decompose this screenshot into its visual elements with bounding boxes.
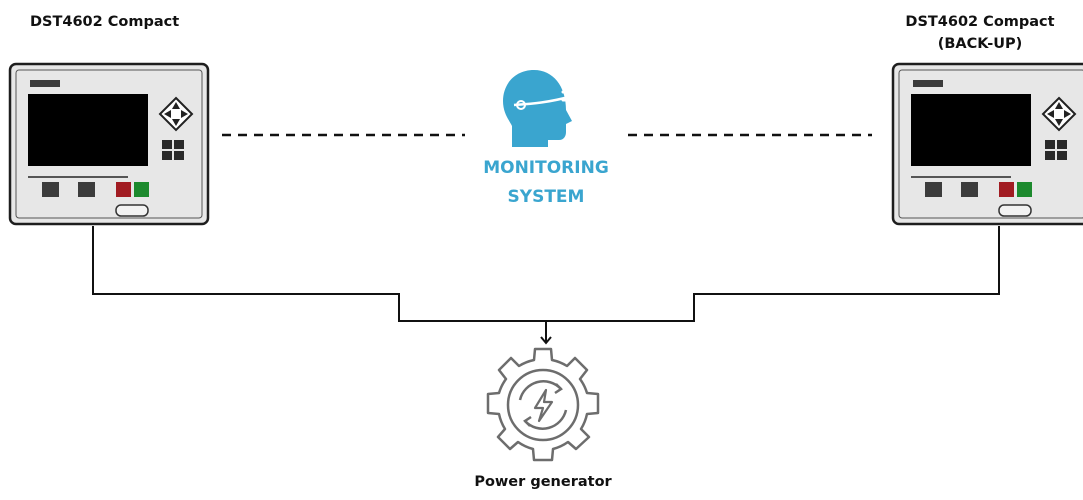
red-stop-button[interactable] [116,182,131,197]
usb-port [998,204,1032,217]
function-button-2[interactable] [78,182,95,197]
monitoring-label-line2: SYSTEM [508,187,585,207]
brand-label [913,80,943,87]
monitoring-label-line1: MONITORING [483,158,609,178]
usb-port [115,204,149,217]
left-controller-panel [8,62,210,226]
lcd-screen [911,94,1031,166]
function-button-2[interactable] [961,182,978,197]
right-controller-panel [891,62,1083,226]
arrow-down-icon [540,336,552,345]
function-button-1[interactable] [925,182,942,197]
lcd-screen [28,94,148,166]
keypad-icon [1045,140,1067,160]
right-controller-title: DST4602 Compact [905,14,1054,30]
green-start-button[interactable] [1017,182,1032,197]
panel-divider [28,176,128,178]
right-controller-subtitle: (BACK-UP) [938,36,1023,52]
navigation-diamond-icon [158,96,194,132]
controller-wiring [92,226,1000,322]
keypad-icon [162,140,184,160]
left-controller-title: DST4602 Compact [30,14,179,30]
function-button-1[interactable] [42,182,59,197]
navigation-diamond-icon [1041,96,1077,132]
brand-label [30,80,60,87]
green-start-button[interactable] [134,182,149,197]
generator-label: Power generator [474,474,612,490]
power-generator-gear-icon [486,347,600,462]
red-stop-button[interactable] [999,182,1014,197]
head-with-headset-icon [503,70,579,147]
panel-divider [911,176,1011,178]
